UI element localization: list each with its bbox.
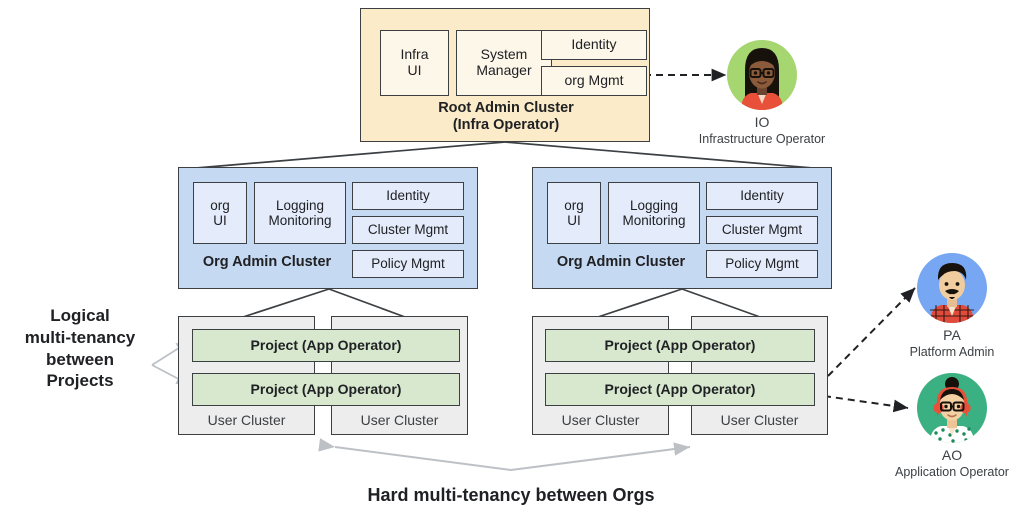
avatar-man-mustache-icon <box>917 253 987 323</box>
org-left-chip-identity: Identity <box>352 182 464 210</box>
user-cluster-right-org-a-label: User Cluster <box>561 412 640 428</box>
project-left-1: Project (App Operator) <box>192 329 460 362</box>
org-admin-cluster-right: org UI Logging Monitoring Identity Clust… <box>532 167 832 289</box>
project-right-1: Project (App Operator) <box>545 329 815 362</box>
persona-pa-name: Platform Admin <box>909 344 995 359</box>
caption-hard-multitenancy: Hard multi-tenancy between Orgs <box>367 485 655 505</box>
persona-ao-name: Application Operator <box>895 464 1009 479</box>
project-right-2: Project (App Operator) <box>545 373 815 406</box>
org-right-chip-org-ui: org UI <box>547 182 601 244</box>
org-right-chip-cluster-mgmt: Cluster Mgmt <box>706 216 818 244</box>
root-admin-cluster-title: Root Admin Cluster (Infra Operator) <box>438 100 574 134</box>
org-left-chip-logging-monitoring: Logging Monitoring <box>254 182 346 244</box>
org-left-chip-policy-mgmt: Policy Mgmt <box>352 250 464 278</box>
org-left-chip-org-ui: org UI <box>193 182 247 244</box>
root-chip-identity: Identity <box>541 30 647 60</box>
hard-tenancy-arrow <box>318 438 691 471</box>
user-cluster-left-org-b-label: User Cluster <box>360 412 439 428</box>
persona-ao-initials: AO <box>941 447 963 463</box>
root-chip-system-manager: System Manager <box>456 30 552 96</box>
persona-pa-initials: PA <box>943 327 961 343</box>
org-right-chip-logging-monitoring: Logging Monitoring <box>608 182 700 244</box>
root-chip-org-mgmt: org Mgmt <box>541 66 647 96</box>
org-admin-cluster-left: org UI Logging Monitoring Identity Clust… <box>178 167 478 289</box>
persona-io-initials: IO <box>754 114 770 130</box>
dashed-project-to-ao <box>823 395 909 413</box>
org-right-chip-identity: Identity <box>706 182 818 210</box>
org-left-chip-cluster-mgmt: Cluster Mgmt <box>352 216 464 244</box>
persona-io-name: Infrastructure Operator <box>698 131 826 146</box>
caption-logical-multitenancy: Logical multi-tenancy between Projects <box>24 306 136 391</box>
org-to-usercluster-connectors <box>242 288 761 318</box>
project-left-2: Project (App Operator) <box>192 373 460 406</box>
user-cluster-right-org-b-label: User Cluster <box>720 412 799 428</box>
org-admin-cluster-left-title: Org Admin Cluster <box>202 254 332 270</box>
org-right-chip-policy-mgmt: Policy Mgmt <box>706 250 818 278</box>
persona-ao: AO Application Operator <box>895 373 1009 480</box>
avatar-woman-bun-glasses-icon <box>917 373 987 443</box>
persona-pa: PA Platform Admin <box>910 253 994 360</box>
dashed-project-to-pa <box>827 287 916 377</box>
avatar-woman-glasses-icon <box>727 40 797 110</box>
persona-io: IO Infrastructure Operator <box>699 40 825 147</box>
user-cluster-left-org-a-label: User Cluster <box>207 412 286 428</box>
root-admin-cluster: Infra UI System Manager Identity org Mgm… <box>360 8 650 142</box>
org-admin-cluster-right-title: Org Admin Cluster <box>556 254 686 270</box>
root-chip-infra-ui: Infra UI <box>380 30 449 96</box>
